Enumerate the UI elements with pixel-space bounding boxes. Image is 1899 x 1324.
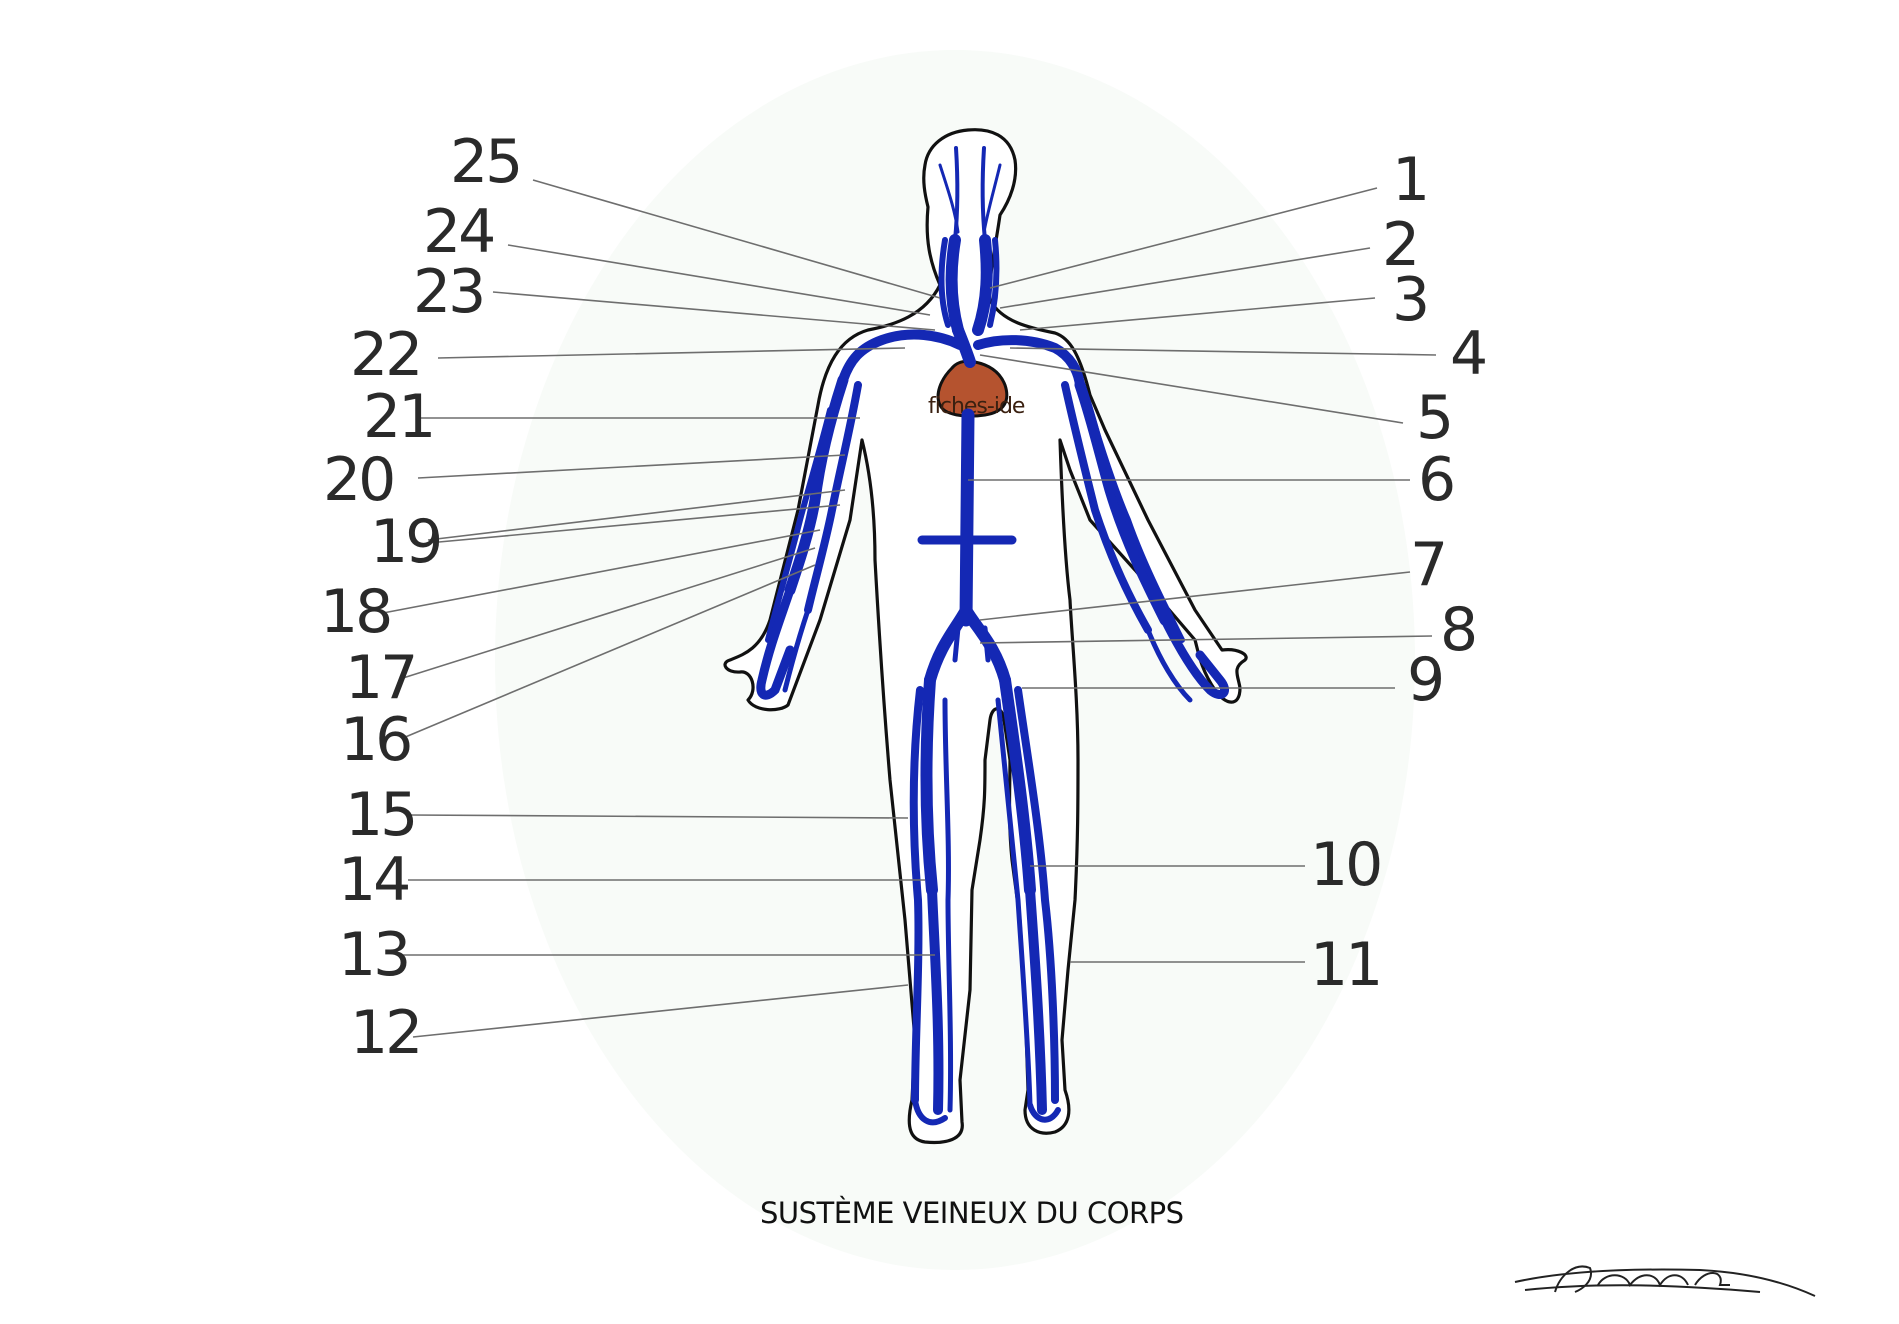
label-21: 21 (363, 382, 433, 452)
label-2: 2 (1382, 210, 1417, 280)
label-8: 8 (1440, 595, 1475, 665)
label-16: 16 (340, 705, 410, 775)
label-20: 20 (323, 445, 393, 515)
label-23: 23 (413, 257, 483, 327)
label-7: 7 (1410, 530, 1445, 600)
leader-lines (382, 179, 1437, 1038)
label-11: 11 (1310, 930, 1380, 1000)
label-22: 22 (350, 320, 420, 390)
veins (756, 146, 1229, 1126)
artist-signature (1514, 1265, 1816, 1297)
label-12: 12 (350, 998, 420, 1068)
label-14: 14 (338, 845, 408, 915)
label-5: 5 (1416, 383, 1451, 453)
label-6: 6 (1418, 445, 1453, 515)
label-4: 4 (1450, 319, 1485, 389)
label-3: 3 (1392, 265, 1427, 335)
label-10: 10 (1310, 830, 1380, 900)
label-24: 24 (423, 197, 493, 267)
label-13: 13 (338, 920, 408, 990)
label-18: 18 (320, 577, 390, 647)
diagram-title: SUSTÈME VEINEUX DU CORPS (760, 1196, 1184, 1230)
label-9: 9 (1407, 645, 1442, 715)
label-15: 15 (345, 780, 415, 850)
label-19: 19 (370, 507, 440, 577)
label-1: 1 (1392, 145, 1427, 215)
label-25: 25 (450, 127, 520, 197)
watermark-label: fiches-ide (928, 394, 1025, 419)
number-labels: 1 2 3 4 5 6 7 8 9 10 11 12 13 14 15 16 1… (320, 127, 1488, 1068)
label-17: 17 (345, 643, 415, 713)
